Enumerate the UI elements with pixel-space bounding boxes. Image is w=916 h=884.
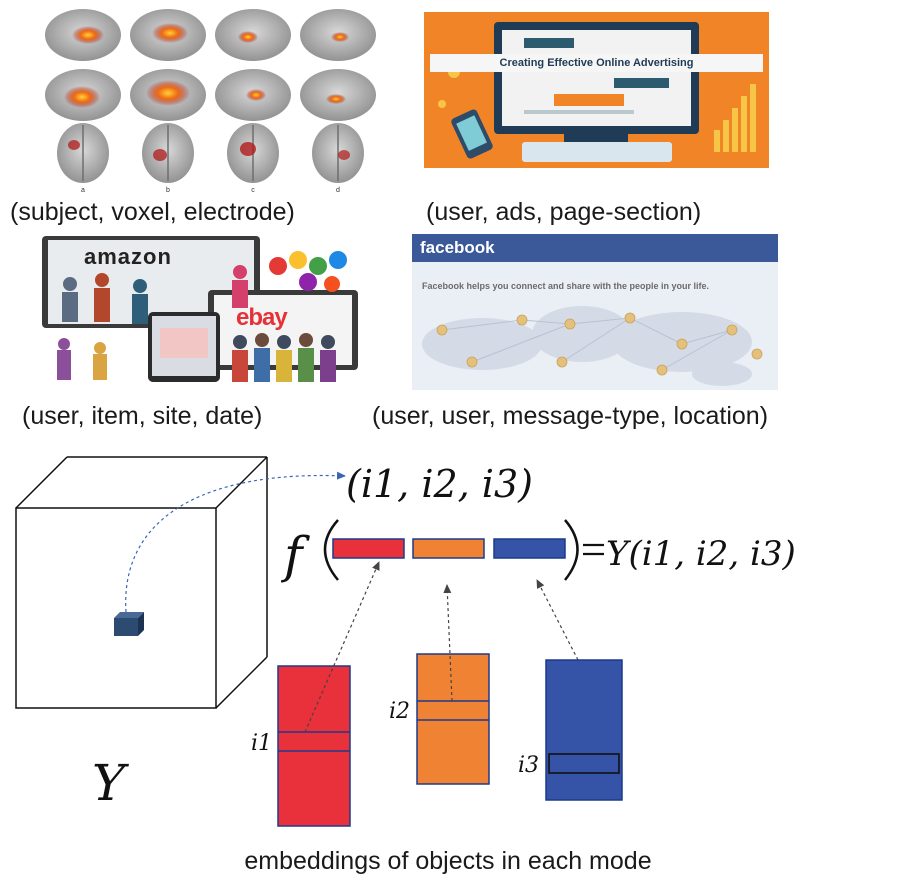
brain-letter-c: c <box>251 187 255 194</box>
facebook-tagline: Facebook helps you connect and share wit… <box>422 281 710 291</box>
index-label-1: i1 <box>251 731 272 756</box>
advertising-image <box>424 12 769 168</box>
caption-brain: (subject, voxel, electrode) <box>10 198 295 226</box>
embedding-matrix-2 <box>416 653 490 785</box>
arrow-mode-1 <box>304 561 380 733</box>
advertising-panel: Creating Effective Online Advertising <box>424 12 769 168</box>
brain-letter-a: a <box>81 187 85 194</box>
index-label-2: i2 <box>389 699 410 724</box>
arrow-mode-2 <box>443 584 453 702</box>
brain-letter-d: d <box>336 187 340 194</box>
brain-scans-image: a b c d <box>45 9 376 194</box>
right-paren <box>564 519 579 581</box>
arrow-mode-3 <box>536 579 579 661</box>
amazon-logo: amazon <box>84 244 172 269</box>
advertising-title: Creating Effective Online Advertising <box>499 57 694 69</box>
ecommerce-image <box>42 236 358 382</box>
caption-social: (user, user, message-type, location) <box>372 402 769 430</box>
index-arrow <box>125 471 346 613</box>
index-tuple: (i1, i2, i3) <box>346 462 533 506</box>
left-paren <box>323 519 339 581</box>
embedding-matrix-1 <box>277 665 351 827</box>
index-label-3: i3 <box>518 753 539 778</box>
ecommerce-panel: amazon ebay <box>40 232 364 384</box>
ebay-logo: ebay <box>236 304 288 331</box>
brain-row-3 <box>57 123 364 183</box>
embedding-row-3 <box>493 538 566 559</box>
facebook-logo: facebook <box>420 238 495 257</box>
output-expression: Y(i1, i2, i3) <box>606 534 796 574</box>
caption-ads: (user, ads, page-section) <box>426 198 702 226</box>
embedding-matrix-3 <box>545 659 623 801</box>
footer-caption: embeddings of objects in each mode <box>244 847 651 875</box>
social-network-image <box>412 234 778 390</box>
embedding-row-1 <box>332 538 405 559</box>
caption-ecommerce: (user, item, site, date) <box>22 402 263 430</box>
brain-scans-panel: a b c d <box>38 5 390 195</box>
function-symbol: f <box>280 526 310 584</box>
tensor-label: Y <box>92 754 129 812</box>
brain-row-2 <box>45 69 376 121</box>
tensor-cube <box>15 456 268 709</box>
social-network-panel: facebook Facebook helps you connect and … <box>412 234 778 390</box>
brain-row-1 <box>45 9 376 61</box>
voxel-cube <box>114 612 144 636</box>
embedding-row-2 <box>412 538 485 559</box>
brain-letter-b: b <box>166 187 170 194</box>
